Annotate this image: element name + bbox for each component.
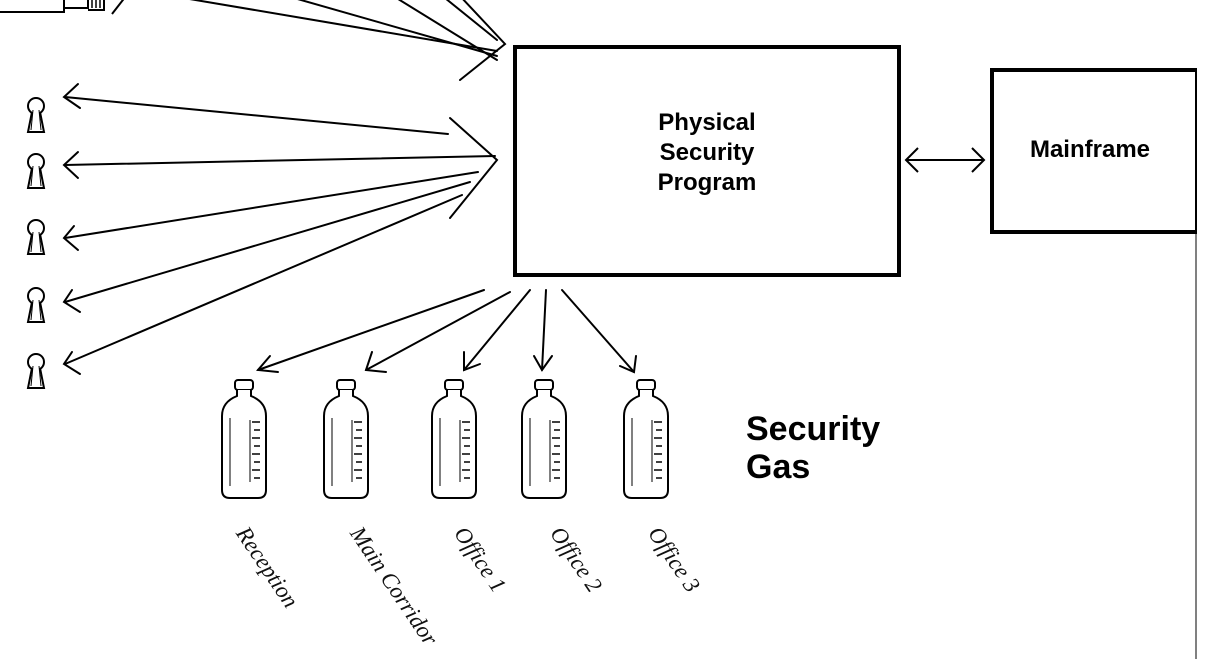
program-label: Physical Security Program <box>515 108 899 198</box>
keyhole-lock-icon <box>27 219 45 255</box>
mainframe-box <box>990 68 1197 234</box>
gas-bottle-icon <box>431 379 477 499</box>
keyhole-lock-icon <box>27 353 45 389</box>
gas-arrowheads <box>255 351 637 374</box>
program-label-line1: Physical <box>658 109 756 136</box>
camera-icon <box>0 0 125 15</box>
physical-security-program-box <box>513 45 901 277</box>
camera-feed-lines <box>189 0 507 81</box>
gas-bottle-icon <box>221 379 267 499</box>
gas-bottle-icon <box>323 379 369 499</box>
lock-control-lines <box>64 96 499 365</box>
gas-bottle-icon <box>623 379 669 499</box>
security-gas-label: Security Gas <box>746 410 880 486</box>
program-label-line3: Program <box>657 169 757 196</box>
security-gas-label-line2: Gas <box>746 448 811 486</box>
program-label-line2: Security <box>659 139 755 166</box>
security-gas-label-line1: Security <box>746 410 881 448</box>
gas-control-lines <box>257 289 635 373</box>
mainframe-label: Mainframe <box>1029 136 1151 163</box>
keyhole-lock-icon <box>27 97 45 133</box>
program-mainframe-link <box>904 147 986 173</box>
keyhole-lock-icon <box>27 153 45 189</box>
keyhole-lock-icon <box>27 287 45 323</box>
lock-arrowheads <box>62 83 81 375</box>
gas-bottle-icon <box>521 379 567 499</box>
